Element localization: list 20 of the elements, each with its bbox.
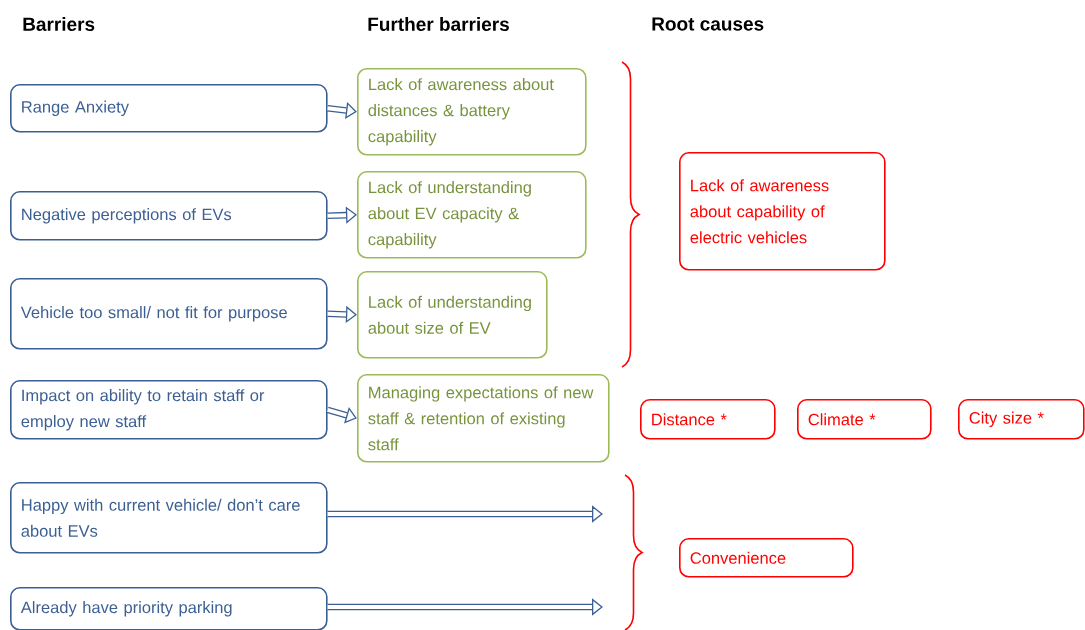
further-barrier-box: Lack of awareness about distances & battery capability <box>357 68 587 156</box>
column-heading: Further barriers <box>368 17 509 31</box>
barrier-box: Impact on ability to retain staff or employ new staff <box>10 380 328 440</box>
root-cause-box: Climate * <box>797 399 932 440</box>
column-heading: Root causes <box>652 17 764 31</box>
further-barrier-box: Lack of understanding about EV capacity & capability <box>357 171 587 259</box>
root-cause-box: City size * <box>958 399 1085 440</box>
root-cause-box: Convenience <box>679 538 854 578</box>
barrier-box: Negative perceptions of EVs <box>10 191 328 241</box>
root-cause-box: Distance * <box>640 399 776 440</box>
arrow <box>326 406 357 424</box>
arrow <box>327 206 357 224</box>
barrier-box: Vehicle too small/ not fit for purpose <box>10 278 328 350</box>
further-barrier-box: Lack of understanding about size of EV <box>357 271 548 359</box>
barrier-box: Already have priority parking <box>10 587 328 630</box>
barrier-box: Happy with current vehicle/ don’t care about EVs <box>10 482 328 554</box>
root-cause-box: Lack of awareness about capability of electric vehicles <box>679 152 886 271</box>
barrier-box: Range Anxiety <box>10 84 328 133</box>
further-barrier-box: Managing expectations of new staff & retention of existing staff <box>357 374 610 463</box>
column-heading: Barriers <box>23 17 95 31</box>
